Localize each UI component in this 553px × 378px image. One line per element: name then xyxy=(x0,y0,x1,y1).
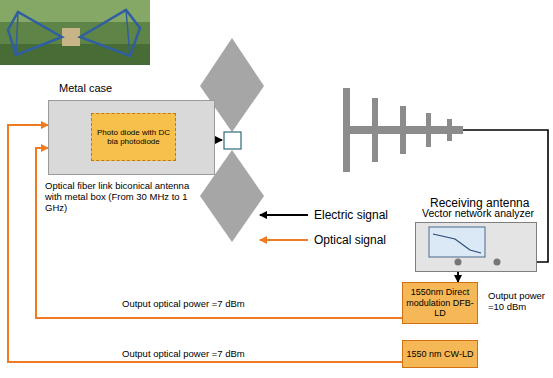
text-block: 1550nm Direct modulation DFB-LD xyxy=(403,284,477,321)
network-analyzer: Vector network analyzer xyxy=(415,222,537,272)
laser-box: 1550 nm CW-LD xyxy=(402,340,478,368)
antenna-photo xyxy=(0,0,150,65)
photodiode-box: Photo diode with DC bia photodiode xyxy=(91,113,176,161)
analyzer-screen xyxy=(415,222,537,272)
legend-text: Optical signal xyxy=(314,233,386,247)
box-text: 1550nm Direct modulation DFB-LD xyxy=(406,287,474,318)
edge-label: Output power =10 dBm xyxy=(486,290,552,312)
edge-label: Output optical power =7 dBm xyxy=(120,298,247,309)
laser-box: 1550nm Direct modulation DFB-LD xyxy=(402,282,478,324)
text-block: Photo diode with DC bia photodiode xyxy=(92,125,175,149)
box-text: Photo diode with DC bia photodiode xyxy=(95,128,172,146)
legend-sample xyxy=(260,214,308,216)
caption-note: Optical fiber link biconical antenna wit… xyxy=(45,180,205,213)
legend-text: Electric signal xyxy=(314,208,388,222)
box-text: 1550 nm CW-LD xyxy=(406,349,474,359)
antenna-label: Receiving antenna xyxy=(430,196,550,210)
box-heading: Metal case xyxy=(59,82,112,94)
log-periodic-antenna xyxy=(343,88,463,172)
edge-label: Output optical power =7 dBm xyxy=(120,348,247,359)
text-block: 1550 nm CW-LD xyxy=(403,346,477,362)
metal-case: Metal casePhoto diode with DC bia photod… xyxy=(48,100,215,175)
legend-sample xyxy=(260,239,308,241)
connector xyxy=(457,272,459,282)
